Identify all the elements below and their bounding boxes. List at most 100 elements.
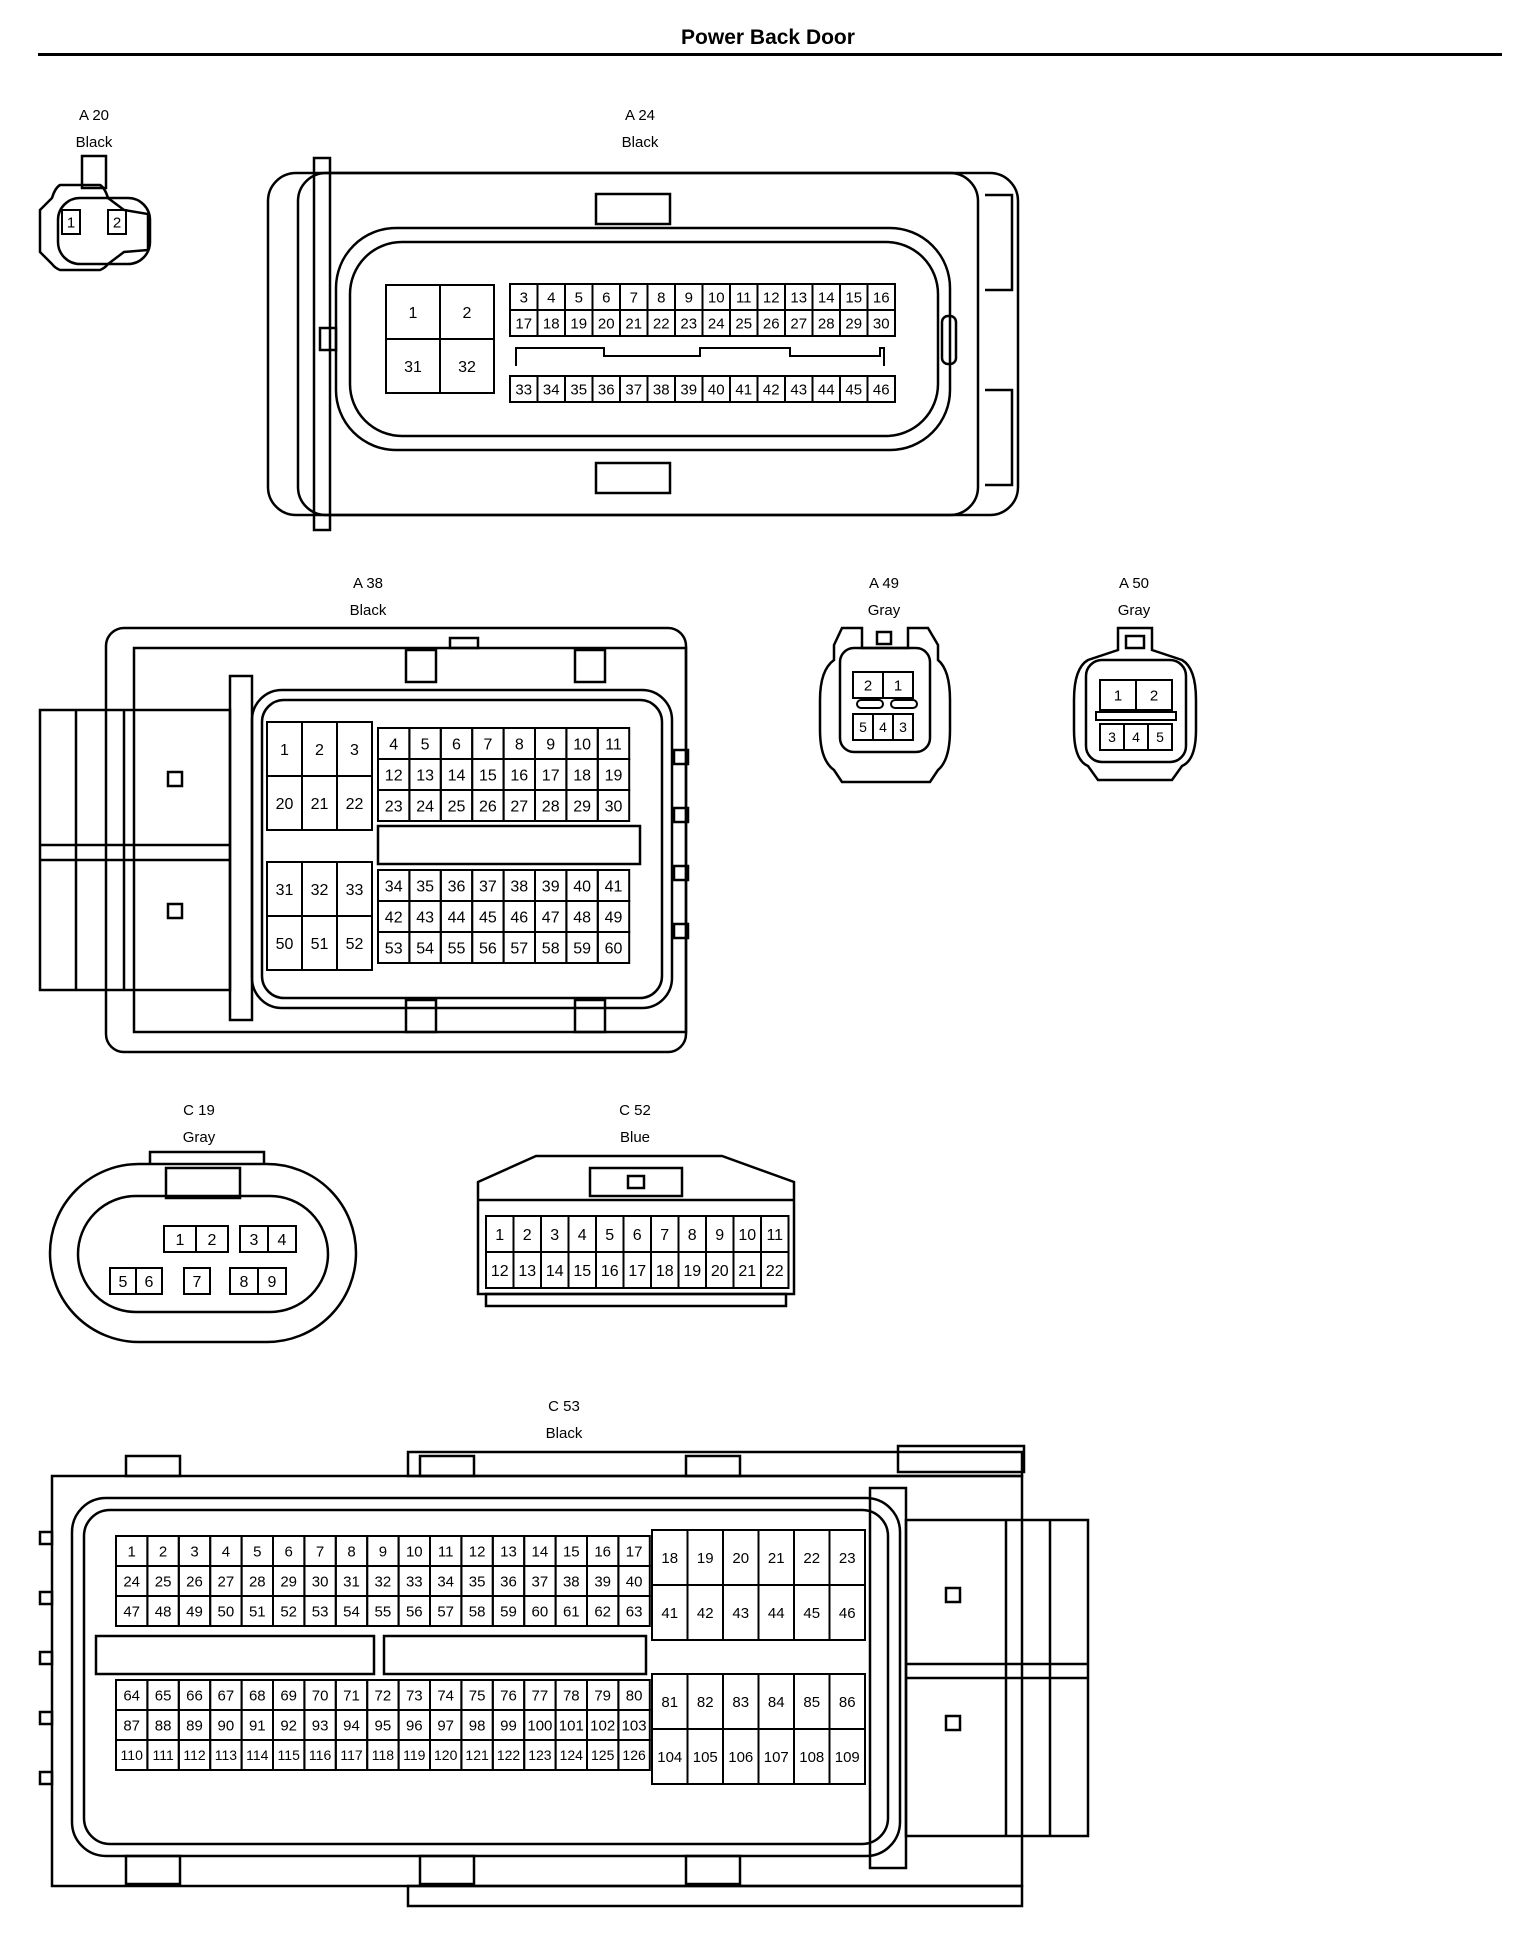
pin-number: 39: [542, 878, 560, 895]
pin-number: 58: [469, 1603, 486, 1620]
pin-cavity: [596, 789, 631, 822]
pin-number: 27: [790, 315, 807, 332]
pin-number: 100: [527, 1717, 552, 1734]
pin-number: 34: [385, 878, 403, 895]
connector-c53-body: [38, 1444, 1090, 1908]
pin-number: 71: [343, 1687, 360, 1704]
pin-number: 54: [343, 1603, 360, 1620]
connector-color: Black: [349, 602, 387, 619]
pin-number: 58: [542, 940, 560, 957]
connector-label: C 53 Black: [484, 1393, 644, 1447]
pin-number: 66: [186, 1687, 203, 1704]
pin-number: 16: [601, 1263, 619, 1280]
pin-number: 45: [479, 909, 497, 926]
pin-number: 9: [268, 1274, 277, 1291]
pin-number: 1: [128, 1543, 136, 1560]
pin-number: 5: [421, 736, 430, 753]
pin-number: 12: [763, 289, 780, 306]
pin-number: 123: [528, 1747, 552, 1763]
pin-number: 2: [315, 742, 324, 759]
connector-color: Gray: [182, 1129, 216, 1146]
pin-number: 5: [575, 289, 583, 306]
pin-number: 94: [343, 1717, 360, 1734]
pin-number: 46: [510, 909, 528, 926]
pin-number: 8: [688, 1227, 697, 1244]
pin-number: 19: [697, 1550, 714, 1567]
pin-number: 57: [510, 940, 528, 957]
pin-cavity: [135, 1267, 163, 1295]
pin-number: 6: [633, 1227, 642, 1244]
title-rule: [38, 53, 1502, 56]
pin-number: 48: [573, 909, 591, 926]
pin-number: 93: [312, 1717, 329, 1734]
pin-number: 109: [835, 1749, 860, 1766]
pin-number: 49: [186, 1603, 203, 1620]
pin-number: 4: [1132, 729, 1140, 745]
pin-number: 32: [311, 882, 329, 899]
pin-number: 33: [346, 882, 364, 899]
connector-label: A 49 Gray: [804, 570, 964, 624]
pin-number: 119: [403, 1747, 426, 1763]
pin-number: 68: [249, 1687, 266, 1704]
pin-number: 87: [123, 1717, 140, 1734]
pin-number: 34: [543, 381, 560, 398]
pin-number: 6: [452, 736, 461, 753]
pin-number: 50: [218, 1603, 235, 1620]
connector-a38-body: [38, 626, 690, 1054]
pin-number: 76: [500, 1687, 517, 1704]
pin-number: 70: [312, 1687, 329, 1704]
pin-number: 46: [839, 1605, 856, 1622]
pin-number: 77: [532, 1687, 549, 1704]
connector-a20-body: [38, 154, 152, 272]
pin-number: 21: [768, 1550, 785, 1567]
pin-number: 69: [280, 1687, 297, 1704]
pin-number: 62: [594, 1603, 611, 1620]
pin-cavity: [596, 931, 631, 964]
pin-number: 120: [434, 1747, 458, 1763]
pin-number: 42: [697, 1605, 714, 1622]
pin-number: 24: [416, 798, 434, 815]
pin-number: 1: [409, 305, 418, 322]
latch-slot: [890, 699, 918, 709]
pin-number: 22: [346, 796, 364, 813]
pin-number: 22: [653, 315, 670, 332]
pin-number: 108: [799, 1749, 824, 1766]
pin-number: 4: [578, 1227, 587, 1244]
pin-number: 2: [1150, 687, 1158, 704]
pin-number: 38: [510, 878, 528, 895]
pin-number: 17: [542, 767, 560, 784]
pin-number: 16: [510, 767, 528, 784]
pin-number: 106: [728, 1749, 753, 1766]
pin-number: 3: [250, 1232, 259, 1249]
pin-number: 45: [845, 381, 862, 398]
connector-code: A 24: [624, 107, 656, 124]
pin-number: 83: [732, 1694, 749, 1711]
pin-number: 11: [605, 736, 622, 753]
pin-number: 8: [347, 1543, 355, 1560]
pin-number: 47: [542, 909, 560, 926]
pin-number: 1: [280, 742, 289, 759]
pin-number: 52: [280, 1603, 297, 1620]
pin-number: 35: [469, 1573, 486, 1590]
pin-number: 78: [563, 1687, 580, 1704]
pin-number: 37: [479, 878, 497, 895]
pin-number: 29: [280, 1573, 297, 1590]
pin-number: 25: [448, 798, 466, 815]
pin-number: 11: [736, 289, 752, 306]
pin-number: 21: [311, 796, 329, 813]
pin-number: 18: [573, 767, 591, 784]
pin-number: 13: [790, 289, 807, 306]
pin-number: 44: [818, 381, 835, 398]
connector-color: Black: [621, 134, 659, 151]
pin-number: 88: [155, 1717, 172, 1734]
pin-number: 12: [491, 1263, 509, 1280]
pin-number: 111: [152, 1747, 173, 1763]
pin-number: 3: [899, 719, 907, 735]
pin-cavity: [617, 1739, 651, 1771]
pin-cavity: [336, 775, 373, 831]
pin-number: 116: [309, 1747, 332, 1763]
pin-number: 41: [605, 878, 623, 895]
pin-number: 40: [708, 381, 725, 398]
pin-number: 43: [790, 381, 807, 398]
connector-code: A 49: [868, 575, 900, 592]
